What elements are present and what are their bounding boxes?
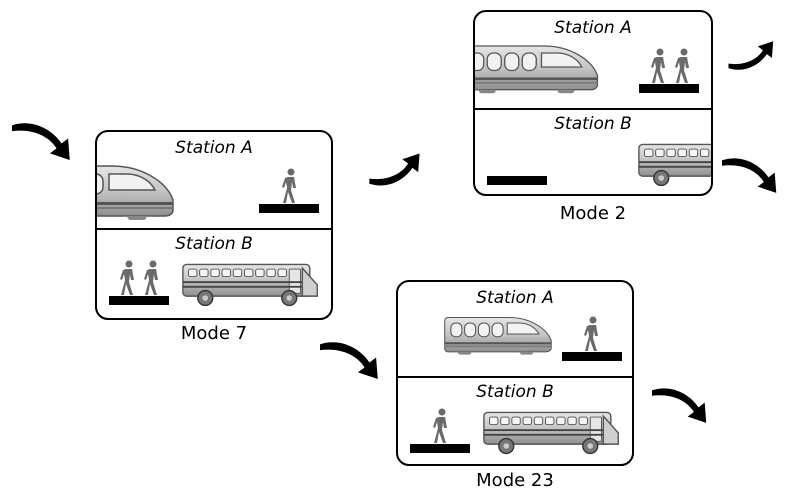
station-b-label: Station B xyxy=(554,114,632,134)
passenger-icon xyxy=(582,316,602,352)
station-a-label: Station A xyxy=(175,138,253,158)
bus-icon xyxy=(637,140,713,188)
flow-arrow-icon xyxy=(724,40,784,72)
train-icon xyxy=(396,306,442,362)
divider xyxy=(97,228,331,230)
flow-arrow-icon xyxy=(358,152,438,188)
passenger-icon xyxy=(649,48,669,84)
passenger-icon xyxy=(431,408,451,444)
passenger-icon xyxy=(280,168,300,204)
station-a-panel: Station A xyxy=(475,12,711,108)
bus-icon xyxy=(181,260,321,308)
platform-icon xyxy=(109,296,169,305)
platform-icon xyxy=(410,444,470,453)
station-b-label: Station B xyxy=(175,234,253,254)
station-a-panel: Station A xyxy=(398,282,632,376)
mode-label: Mode 2 xyxy=(559,203,627,224)
station-b-panel: Station B xyxy=(475,110,711,196)
bus-icon xyxy=(482,408,622,456)
station-b-panel: Station B xyxy=(398,378,632,466)
mode-card: Station A Station B xyxy=(396,280,634,466)
station-a-panel: Station A xyxy=(97,132,331,228)
platform-icon xyxy=(487,176,547,185)
passenger-icon xyxy=(118,260,138,296)
station-a-label: Station A xyxy=(554,18,632,38)
mode-label: Mode 23 xyxy=(476,470,554,491)
platform-icon xyxy=(562,352,622,361)
train-icon xyxy=(444,306,554,362)
flow-arrow-icon xyxy=(12,118,78,164)
divider xyxy=(475,108,711,110)
platform-icon xyxy=(639,84,699,93)
station-a-label: Station A xyxy=(476,288,554,308)
platform-icon xyxy=(259,204,319,213)
train-icon xyxy=(473,40,601,94)
mode-label: Mode 7 xyxy=(180,323,248,344)
passenger-icon xyxy=(673,48,693,84)
mode-card: Station A Station B xyxy=(473,10,713,196)
divider xyxy=(398,376,632,378)
flow-arrow-icon xyxy=(722,152,784,198)
passenger-icon xyxy=(142,260,162,296)
station-b-panel: Station B xyxy=(97,230,331,320)
flow-arrow-icon xyxy=(652,382,714,428)
train-icon xyxy=(95,160,177,220)
mode-card: Station A Station B xyxy=(95,130,333,320)
station-b-label: Station B xyxy=(476,382,554,402)
